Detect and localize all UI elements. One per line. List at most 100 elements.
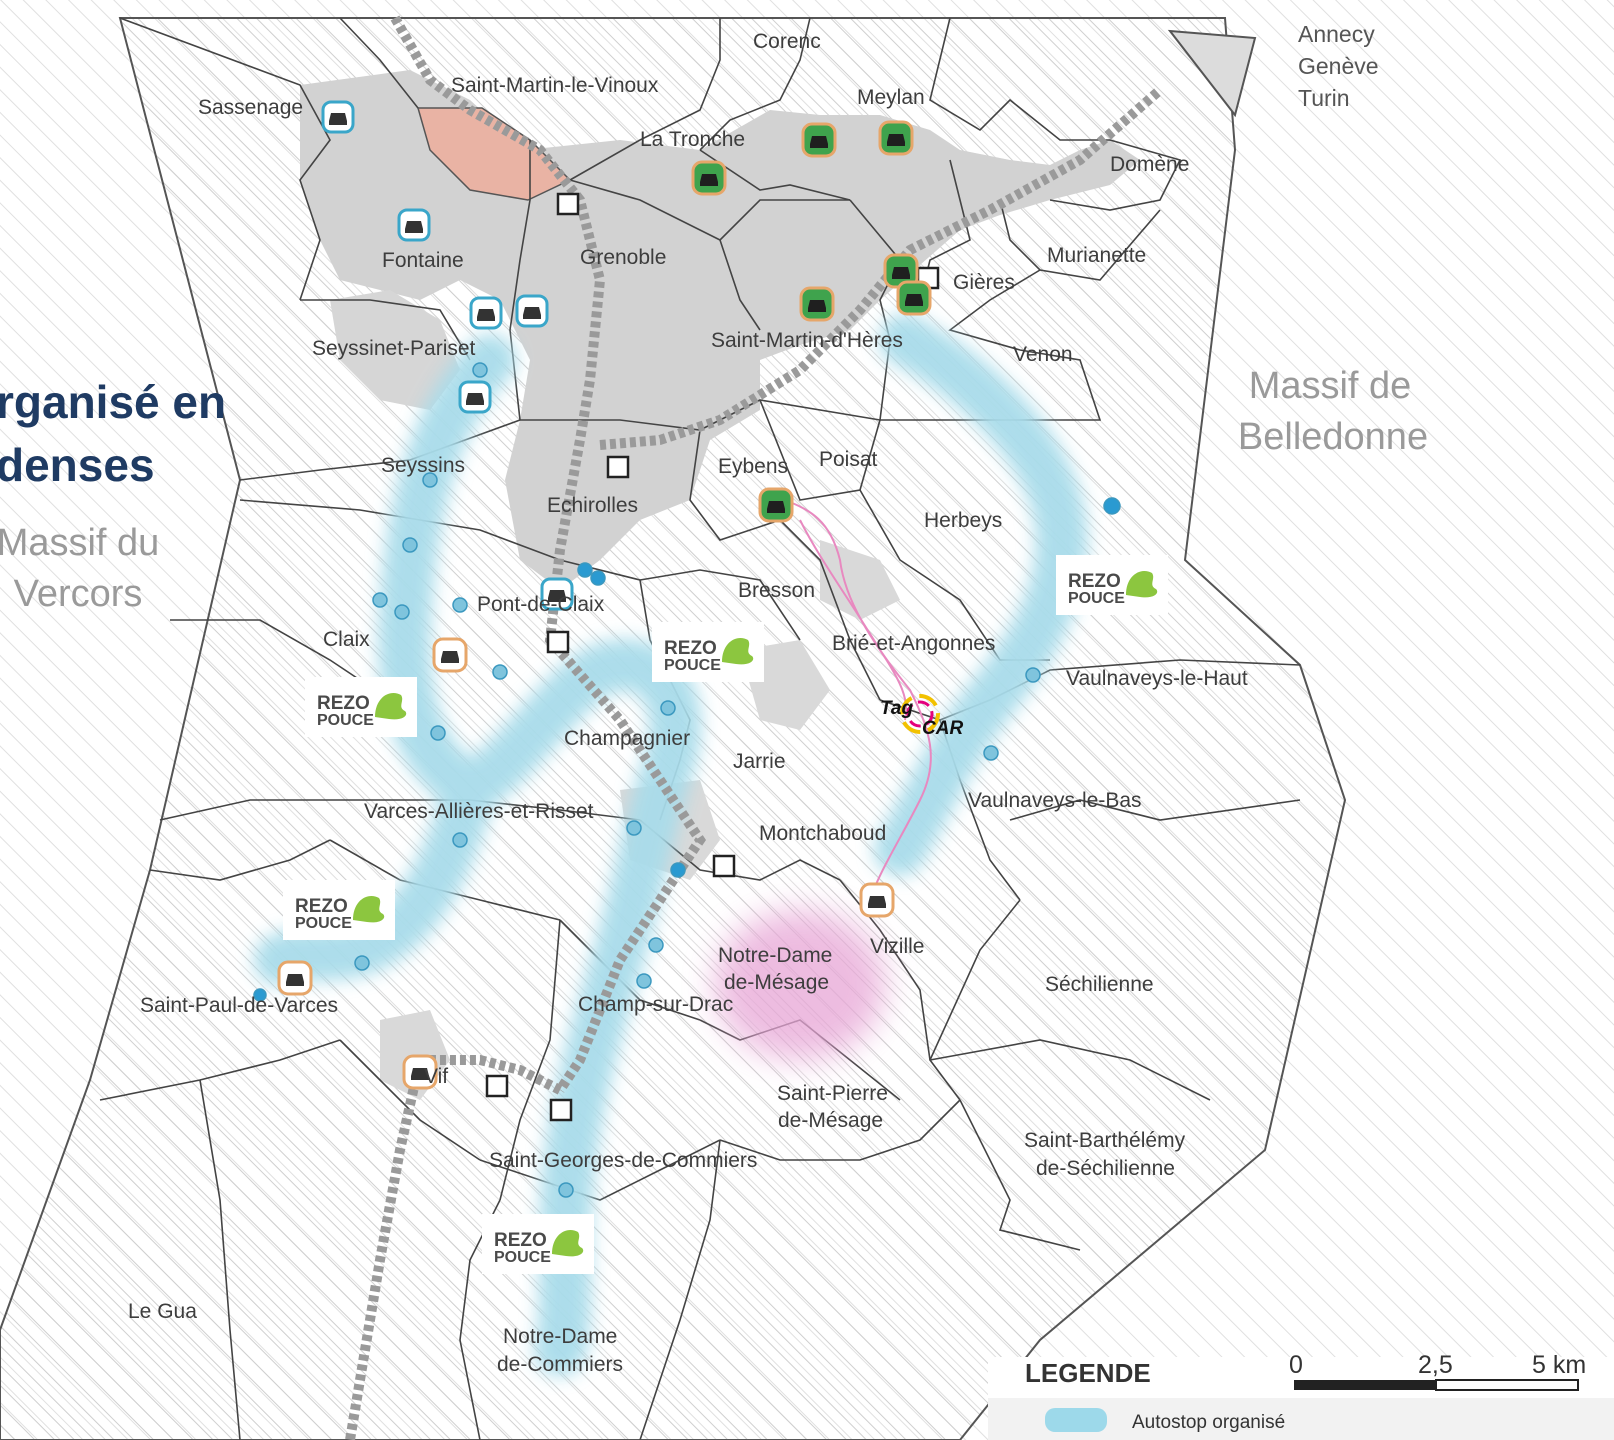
scale-tick-0: 0 [1289,1351,1303,1379]
scale-tick-2-5: 2,5 [1418,1351,1453,1379]
car-icon [469,296,503,330]
scale-bar: 0 2,5 5 km [1289,1351,1586,1391]
label-vizille: Vizille [870,935,924,958]
label-poisat: Poisat [819,448,878,471]
car-icon [397,208,431,242]
commune-boundaries [99,17,1301,1440]
car-icon [799,286,835,322]
car-icon [896,280,932,316]
rezo-pouce-logo: REZO POUCE [1056,555,1168,615]
label-la-tronche: La Tronche [640,128,745,151]
label-vif: Vif [424,1065,448,1088]
car-icon [432,637,468,673]
label-varces: Varces-Allières-et-Risset [364,800,594,823]
car-icon [402,1054,438,1090]
label-saint-barthelemy-1: Saint-Barthélémy [1024,1129,1186,1152]
rezo-line1: REZO [317,693,370,714]
car-icon [277,960,313,996]
scale-tick-5km: 5 km [1532,1351,1586,1379]
label-le-gua: Le Gua [128,1300,197,1323]
label-champagnier: Champagnier [564,727,690,750]
massif-belledonne-line1: Massif de [1249,365,1412,407]
rezo-pouce-logo: REZO POUCE [305,677,417,737]
label-saint-pierre-de-mesage-1: Saint-Pierre [777,1082,888,1105]
rezo-pouce-logo: REZO POUCE [283,880,395,940]
rezo-line1: REZO [295,896,348,917]
destination-annecy: Annecy [1298,21,1375,47]
label-seyssinet-pariset: Seyssinet-Pariset [312,337,476,360]
car-icon [758,487,794,523]
massif-vercors-line1: Massif du [0,522,159,564]
label-fontaine: Fontaine [382,249,464,272]
label-notre-dame-de-commiers-2: de-Commiers [497,1353,623,1376]
label-corenc: Corenc [753,30,821,53]
label-murianette: Murianette [1047,244,1146,267]
label-claix: Claix [323,628,370,651]
rezo-pouce-logos: REZO POUCE REZO POUCE REZO POUCE REZO PO… [283,555,1168,1274]
legend-autostop-label: Autostop organisé [1132,1412,1285,1433]
tagcar-line1: Tag [880,698,913,719]
label-saint-pierre-de-mesage-2: de-Mésage [778,1109,883,1132]
rezo-line2: POUCE [494,1249,551,1266]
station-square [606,455,630,479]
rezo-line2: POUCE [295,915,352,932]
rezo-line1: REZO [664,638,717,659]
legend-swatch-autostop [1045,1408,1107,1432]
station-square [556,192,580,216]
autostop-stops [253,362,1121,1198]
label-bresson: Bresson [738,579,815,602]
urban-area [300,70,1140,590]
car-icon [321,100,355,134]
label-saint-georges-de-commiers: Saint-Georges-de-Commiers [489,1149,757,1172]
label-saint-martin-le-vinoux: Saint-Martin-le-Vinoux [451,74,659,97]
tagcar-route [784,499,932,901]
label-echirolles: Echirolles [547,494,638,517]
tagcar-line2: CAR [922,718,963,739]
car-icon [859,882,895,918]
destination-geneve: Genève [1298,53,1379,79]
car-icon [691,160,727,196]
car-icons [277,100,932,1090]
rezo-pouce-logo: REZO POUCE [482,1214,594,1274]
label-pont-de-claix: Pont-de-Claix [477,593,605,616]
label-montchaboud: Montchaboud [759,822,886,845]
arrow-icon [1167,29,1257,118]
label-herbeys: Herbeys [924,509,1002,532]
title-line1: rganisé en [0,376,226,428]
car-icon [540,577,574,611]
label-saint-barthelemy-2: de-Séchilienne [1036,1157,1175,1180]
label-meylan: Meylan [857,86,925,109]
label-sechilienne: Séchilienne [1045,973,1154,996]
label-domene: Domène [1110,153,1189,176]
urban-area-small [330,290,460,410]
label-vaulnaveys-le-bas: Vaulnaveys-le-Bas [968,789,1142,812]
label-jarrie: Jarrie [733,750,786,773]
label-eybens: Eybens [718,455,788,478]
label-seyssins: Seyssins [381,454,465,477]
station-square [485,1074,509,1098]
label-brie-et-angonnes: Brié-et-Angonnes [832,632,995,655]
station-square [549,1098,573,1122]
rezo-pouce-logo: REZO POUCE [652,622,764,682]
legend: LEGENDE Autostop organisé [988,1357,1614,1440]
tagcar-logo: Tag CAR [880,694,963,739]
rezo-line2: POUCE [664,657,721,674]
massif-belledonne-line2: Belledonne [1238,416,1428,458]
rezo-line2: POUCE [317,712,374,729]
label-saint-paul-de-varces: Saint-Paul-de-Varces [140,994,338,1017]
car-icon [801,122,837,158]
label-champ-sur-drac: Champ-sur-Drac [578,993,733,1016]
title-line2: denses [0,439,155,491]
label-saint-martin-d-heres: Saint-Martin-d'Hères [711,329,903,352]
stations [485,192,940,1122]
legend-heading: LEGENDE [1025,1358,1151,1388]
label-notre-dame-de-mesage-2: de-Mésage [724,971,829,994]
label-gieres: Gières [953,271,1015,294]
car-icon [515,294,549,328]
label-notre-dame-de-mesage-1: Notre-Dame [718,944,832,967]
car-icon [458,380,492,414]
massif-vercors-line2: Vercors [14,573,143,615]
rezo-line1: REZO [1068,571,1121,592]
vizille-halo [715,910,885,1060]
rezo-line2: POUCE [1068,590,1125,607]
